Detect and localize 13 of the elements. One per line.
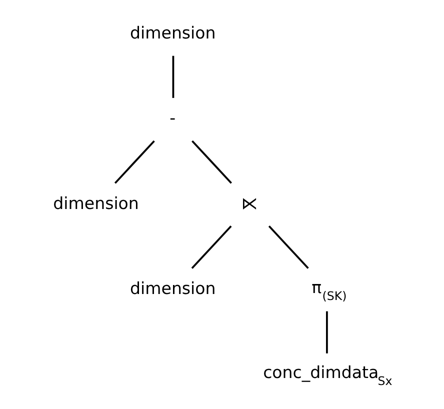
node-text: dimension	[130, 279, 216, 298]
node-text: π$_{(SK)}$	[312, 278, 347, 303]
connector	[114, 140, 155, 184]
connector	[172, 56, 174, 98]
node-text: -	[170, 108, 176, 128]
node-text: dimension	[53, 194, 139, 213]
connector	[268, 226, 309, 269]
node-text: dimension	[130, 24, 216, 43]
connector	[326, 311, 328, 354]
connector	[192, 140, 232, 184]
connector	[191, 226, 232, 269]
node-text: conc_dimdata$_{Sx}$	[263, 362, 392, 388]
node-text: ⋉	[241, 194, 258, 213]
